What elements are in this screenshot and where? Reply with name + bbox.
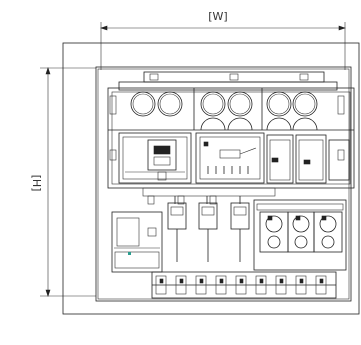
fan-icon (227, 91, 253, 117)
terminal-row (155, 275, 327, 295)
contactor-bank (253, 199, 347, 271)
cooling-fans (109, 91, 345, 161)
terminal-row (207, 166, 249, 174)
fan-icon (266, 91, 292, 117)
inverter-module (118, 132, 192, 184)
terminal-block (151, 271, 337, 299)
fan-icon (130, 91, 156, 117)
width-label: [W] (208, 10, 227, 23)
fan-icon (157, 91, 183, 117)
circuit-breakers (167, 202, 250, 262)
width-dimension: [W] (100, 10, 346, 70)
control-board (195, 132, 265, 184)
keypad-display-icon (153, 145, 171, 155)
top-bracket (118, 71, 338, 91)
mounting-plate (95, 66, 352, 302)
enclosure-outer (62, 42, 360, 315)
status-indicator-icon (128, 252, 131, 255)
fan-icon (200, 91, 226, 117)
power-supply-module (111, 211, 163, 273)
height-dimension: [H] (30, 67, 96, 297)
fan-icon (292, 91, 318, 117)
wiring-ducts (142, 187, 276, 205)
relay-cards (266, 134, 350, 184)
height-label: [H] (30, 175, 43, 192)
